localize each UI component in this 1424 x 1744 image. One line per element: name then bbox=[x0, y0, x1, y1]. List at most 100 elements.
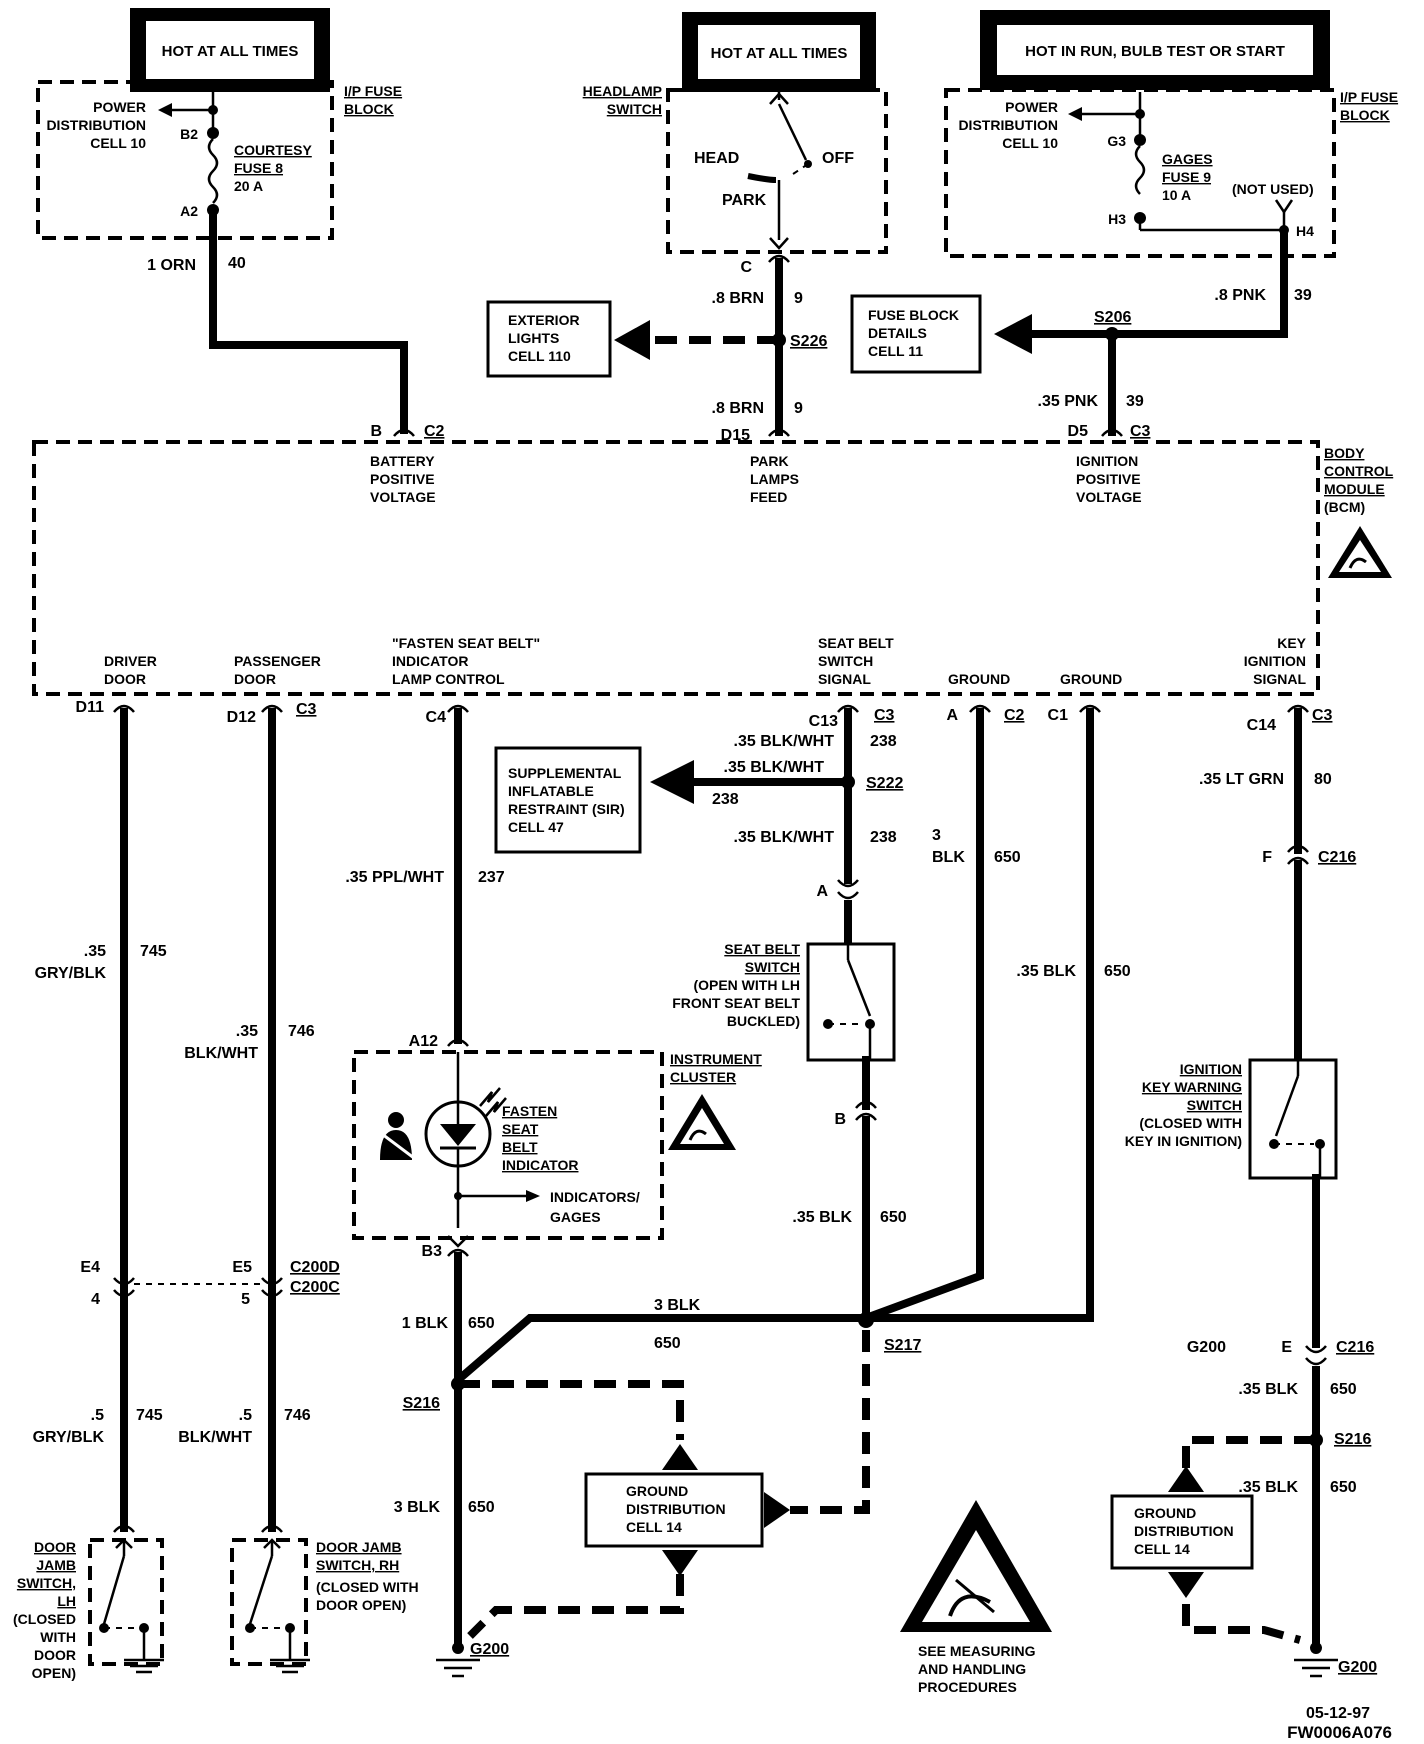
svg-text:05-12-97: 05-12-97 bbox=[1306, 1705, 1370, 1722]
wire-650-right-ground: G200 E C216 .35 BLK 650 S216 .35 BLK 650… bbox=[1182, 1174, 1377, 1678]
svg-text:DOOR OPEN): DOOR OPEN) bbox=[316, 1597, 406, 1613]
svg-text:FEED: FEED bbox=[750, 489, 787, 505]
wire-650-left-ground: B3 1 BLK 650 S216 3 BLK 650 G200 bbox=[394, 1243, 868, 1678]
svg-text:A: A bbox=[816, 883, 828, 900]
svg-text:238: 238 bbox=[870, 829, 897, 846]
svg-text:HEADLAMP: HEADLAMP bbox=[583, 83, 662, 99]
svg-text:S206: S206 bbox=[1094, 309, 1131, 326]
svg-text:746: 746 bbox=[288, 1023, 315, 1040]
svg-text:GRY/BLK: GRY/BLK bbox=[35, 965, 107, 982]
svg-text:4: 4 bbox=[91, 1291, 100, 1308]
door-jamb-switch-lh: DOOR JAMB SWITCH, LH (CLOSED WITH DOOR O… bbox=[13, 1538, 164, 1681]
svg-text:20 A: 20 A bbox=[234, 178, 263, 194]
svg-text:.8 BRN: .8 BRN bbox=[712, 400, 764, 417]
svg-text:POWER: POWER bbox=[1005, 99, 1058, 115]
svg-text:.35: .35 bbox=[84, 943, 106, 960]
svg-text:LIGHTS: LIGHTS bbox=[508, 330, 559, 346]
wire-237: .35 PPL/WHT 237 A12 bbox=[345, 708, 505, 1050]
svg-text:40: 40 bbox=[228, 255, 246, 272]
svg-text:S226: S226 bbox=[790, 333, 827, 350]
svg-text:G200: G200 bbox=[470, 1641, 509, 1658]
svg-text:FRONT SEAT BELT: FRONT SEAT BELT bbox=[672, 995, 800, 1011]
svg-text:.8 PNK: .8 PNK bbox=[1214, 287, 1266, 304]
svg-text:SIGNAL: SIGNAL bbox=[818, 671, 871, 687]
svg-text:EXTERIOR: EXTERIOR bbox=[508, 312, 580, 328]
svg-text:LAMPS: LAMPS bbox=[750, 471, 799, 487]
svg-text:237: 237 bbox=[478, 869, 505, 886]
svg-text:OPEN): OPEN) bbox=[32, 1665, 76, 1681]
svg-text:.35 PPL/WHT: .35 PPL/WHT bbox=[345, 869, 444, 886]
svg-text:SWITCH,: SWITCH, bbox=[17, 1575, 76, 1591]
svg-text:S217: S217 bbox=[884, 1337, 921, 1354]
svg-text:.35 BLK: .35 BLK bbox=[1238, 1479, 1298, 1496]
svg-text:OFF: OFF bbox=[822, 150, 854, 167]
svg-text:DETAILS: DETAILS bbox=[868, 325, 927, 341]
svg-text:745: 745 bbox=[140, 943, 167, 960]
source-hot-in-run: HOT IN RUN, BULB TEST OR START bbox=[980, 10, 1330, 90]
seatbelt-icon bbox=[380, 1112, 415, 1160]
svg-text:G3: G3 bbox=[1107, 133, 1126, 149]
svg-text:650: 650 bbox=[468, 1315, 495, 1332]
svg-text:SWITCH: SWITCH bbox=[745, 959, 800, 975]
svg-text:3 BLK: 3 BLK bbox=[394, 1499, 441, 1516]
svg-text:DOOR: DOOR bbox=[34, 1539, 76, 1555]
svg-text:.35 BLK: .35 BLK bbox=[1238, 1381, 1298, 1398]
ref-fuse-block-details: FUSE BLOCK DETAILS CELL 11 bbox=[850, 294, 982, 374]
svg-text:B3: B3 bbox=[422, 1243, 443, 1260]
wire-9: .8 BRN 9 S226 .8 BRN 9 bbox=[614, 258, 827, 437]
svg-text:650: 650 bbox=[468, 1499, 495, 1516]
svg-text:HEAD: HEAD bbox=[694, 150, 739, 167]
svg-text:POSITIVE: POSITIVE bbox=[1076, 471, 1141, 487]
svg-text:A12: A12 bbox=[409, 1033, 438, 1050]
svg-text:3: 3 bbox=[932, 827, 941, 844]
svg-text:BODY: BODY bbox=[1324, 445, 1365, 461]
svg-text:745: 745 bbox=[136, 1407, 163, 1424]
svg-text:SIGNAL: SIGNAL bbox=[1253, 671, 1306, 687]
svg-text:S216: S216 bbox=[1334, 1431, 1371, 1448]
ref-ground-distribution-right: GROUND DISTRIBUTION CELL 14 bbox=[1110, 1466, 1254, 1598]
svg-text:CELL 10: CELL 10 bbox=[90, 135, 146, 151]
svg-text:DOOR JAMB: DOOR JAMB bbox=[316, 1539, 402, 1555]
svg-text:FUSE 8: FUSE 8 bbox=[234, 160, 283, 176]
svg-text:G200: G200 bbox=[1187, 1339, 1226, 1356]
svg-text:DISTRIBUTION: DISTRIBUTION bbox=[46, 117, 146, 133]
svg-text:DRIVER: DRIVER bbox=[104, 653, 157, 669]
svg-text:INDICATORS/: INDICATORS/ bbox=[550, 1189, 640, 1205]
svg-text:WITH: WITH bbox=[40, 1629, 76, 1645]
svg-text:CELL 110: CELL 110 bbox=[508, 348, 571, 364]
esd-warning-icon bbox=[668, 1094, 736, 1150]
svg-text:(NOT USED): (NOT USED) bbox=[1232, 181, 1314, 197]
svg-text:3 BLK: 3 BLK bbox=[654, 1297, 701, 1314]
svg-text:GROUND: GROUND bbox=[626, 1483, 688, 1499]
svg-text:INDICATOR: INDICATOR bbox=[502, 1157, 578, 1173]
instrument-cluster: INSTRUMENT CLUSTER FASTEN SEAT BELT INDI… bbox=[352, 1050, 762, 1248]
svg-text:10 A: 10 A bbox=[1162, 187, 1191, 203]
svg-text:5: 5 bbox=[241, 1291, 250, 1308]
svg-text:SEAT BELT: SEAT BELT bbox=[724, 941, 800, 957]
svg-text:650: 650 bbox=[1330, 1479, 1357, 1496]
svg-text:BLK/WHT: BLK/WHT bbox=[184, 1045, 258, 1062]
seat-belt-switch: SEAT BELT SWITCH (OPEN WITH LH FRONT SEA… bbox=[672, 900, 896, 1062]
svg-text:GRY/BLK: GRY/BLK bbox=[33, 1429, 105, 1446]
svg-text:B: B bbox=[370, 423, 382, 440]
svg-text:HOT AT ALL TIMES: HOT AT ALL TIMES bbox=[162, 43, 299, 60]
svg-text:CONTROL: CONTROL bbox=[1324, 463, 1394, 479]
svg-text:PARK: PARK bbox=[722, 192, 767, 209]
door-jamb-switch-rh: DOOR JAMB SWITCH, RH (CLOSED WITH DOOR O… bbox=[230, 1538, 419, 1674]
wire-746: .35 BLK/WHT 746 E5 5 C200D C200C .5 BLK/… bbox=[134, 708, 340, 1533]
svg-text:C3: C3 bbox=[1130, 423, 1151, 440]
svg-text:GROUND: GROUND bbox=[1134, 1505, 1196, 1521]
esd-warning-icon bbox=[900, 1500, 1052, 1632]
svg-text:C1: C1 bbox=[1048, 707, 1069, 724]
svg-text:CELL 14: CELL 14 bbox=[1134, 1541, 1190, 1557]
svg-text:INDICATOR: INDICATOR bbox=[392, 653, 468, 669]
svg-text:BELT: BELT bbox=[502, 1139, 538, 1155]
svg-text:C2: C2 bbox=[1004, 707, 1025, 724]
svg-text:KEY IN IGNITION): KEY IN IGNITION) bbox=[1125, 1133, 1242, 1149]
svg-text:DISTRIBUTION: DISTRIBUTION bbox=[1134, 1523, 1234, 1539]
svg-text:PARK: PARK bbox=[750, 453, 789, 469]
svg-text:B: B bbox=[834, 1111, 846, 1128]
svg-text:9: 9 bbox=[794, 290, 803, 307]
svg-text:C3: C3 bbox=[874, 707, 895, 724]
svg-text:HOT AT ALL TIMES: HOT AT ALL TIMES bbox=[711, 45, 848, 62]
